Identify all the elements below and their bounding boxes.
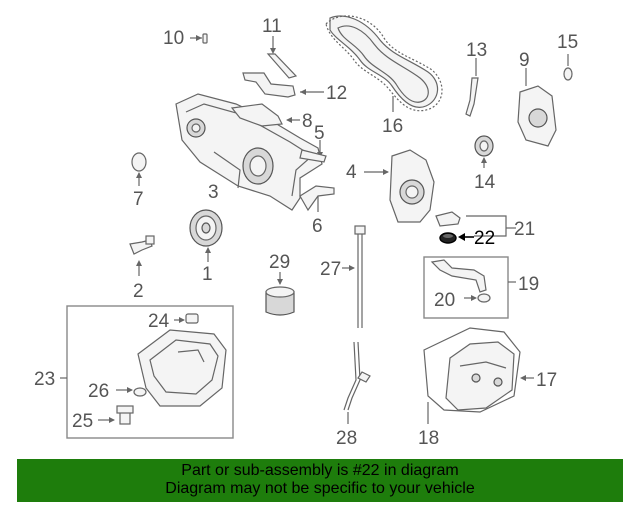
callout-17: 17 xyxy=(536,370,557,391)
callout-5: 5 xyxy=(314,123,325,144)
callout-26: 26 xyxy=(88,381,109,402)
notice-line-part: Part or sub-assembly is #22 in diagram xyxy=(181,462,459,479)
callout-2: 2 xyxy=(133,281,144,302)
callout-23: 23 xyxy=(34,369,55,390)
part-4-cam-cover xyxy=(364,149,435,223)
part-28-dipstick-tube xyxy=(343,341,371,424)
callout-24: 24 xyxy=(148,311,170,332)
callout-4: 4 xyxy=(346,162,357,183)
part-8-cover-bracket xyxy=(230,103,300,127)
callout-25: 25 xyxy=(72,411,93,432)
part-9-cam-cover-rear xyxy=(517,68,557,147)
part-10-pin xyxy=(190,33,208,44)
callout-19: 19 xyxy=(518,274,539,295)
callout-22-highlighted: 22 xyxy=(474,228,495,249)
callout-18: 18 xyxy=(418,428,439,449)
part-27-dipstick xyxy=(342,225,366,328)
part-23-lower-oil-pan xyxy=(137,329,227,407)
part-19-oil-pickup-tube xyxy=(430,259,516,293)
part-11-gasket-strip xyxy=(266,36,298,79)
callout-10: 10 xyxy=(163,28,184,49)
callout-6: 6 xyxy=(312,216,323,237)
callout-12: 12 xyxy=(326,83,347,104)
callout-13: 13 xyxy=(466,40,487,61)
callout-16: 16 xyxy=(382,116,403,137)
notice-line-disclaimer: Diagram may not be specific to your vehi… xyxy=(165,480,475,497)
callout-15: 15 xyxy=(557,32,578,53)
part-18-gasket xyxy=(423,327,521,424)
callout-27: 27 xyxy=(320,259,341,280)
part-26-washer xyxy=(116,387,147,397)
callout-20: 20 xyxy=(434,290,455,311)
part-17-oil-pan xyxy=(445,341,534,411)
part-6-bracket xyxy=(299,185,335,212)
part-16-timing-belt xyxy=(325,15,443,112)
callout-3: 3 xyxy=(208,182,219,203)
part-24-drain-plug xyxy=(174,313,199,324)
callout-29: 29 xyxy=(269,252,290,273)
callout-9: 9 xyxy=(519,50,530,71)
part-2-bolt xyxy=(129,235,155,276)
callout-21: 21 xyxy=(514,219,535,240)
part-20-o-ring xyxy=(464,293,491,303)
part-1-crank-pulley xyxy=(189,209,223,262)
callout-7: 7 xyxy=(133,189,144,210)
part-14-seal xyxy=(474,135,494,168)
part-15-plug xyxy=(563,54,573,81)
part-3-timing-cover xyxy=(175,93,323,211)
part-29-oil-filter xyxy=(265,272,295,316)
callout-1: 1 xyxy=(202,264,213,285)
inset-box-23 xyxy=(66,305,234,439)
part-25-bolt xyxy=(98,405,134,425)
part-7-plug xyxy=(131,152,147,186)
callout-28: 28 xyxy=(336,428,357,449)
callout-14: 14 xyxy=(474,172,496,193)
part-22-oil-filler-cap-gasket xyxy=(439,232,474,244)
callout-11: 11 xyxy=(262,16,282,37)
part-13-tensioner-strip xyxy=(465,58,479,117)
notice-banner: Part or sub-assembly is #22 in diagram D… xyxy=(17,459,623,502)
part-5-bolt-strip xyxy=(299,140,327,163)
part-12-bracket xyxy=(242,72,324,98)
part-21-oil-cap-assembly xyxy=(435,211,516,237)
callout-8: 8 xyxy=(302,111,313,132)
inset-box-19 xyxy=(423,256,509,319)
parts-diagram: 1 2 3 4 5 6 7 8 9 10 11 12 13 14 15 16 1… xyxy=(34,15,578,449)
